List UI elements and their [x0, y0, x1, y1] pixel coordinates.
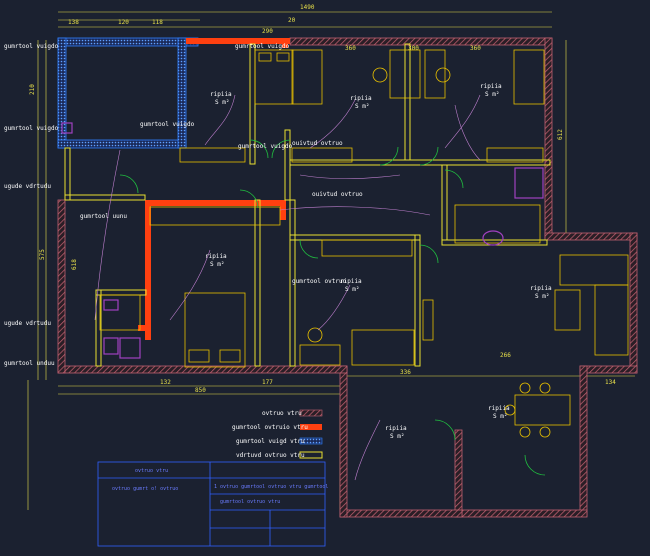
side-tag-1: gumrtool vuigdo: [4, 43, 59, 50]
room-label-6: ripiia: [530, 285, 552, 292]
room-label-1: ripiia: [210, 91, 232, 98]
doors: [119, 139, 546, 476]
legend-swatch-2: [300, 424, 322, 430]
top-dim-5: 300: [408, 45, 419, 52]
overall-dimension: 1490: [300, 4, 315, 11]
side-tag-5: gumrtool unduu: [4, 360, 55, 367]
room-area-8: S m²: [493, 413, 507, 420]
inner-tag-3: ouivtud ovtruo: [292, 140, 343, 147]
room-area-3: S m²: [485, 91, 499, 98]
room-area-6: S m²: [535, 293, 549, 300]
legend-label-2: gumrtool ovtruio vtru: [232, 424, 308, 431]
left-dim-2: 575: [39, 249, 46, 260]
room-area-4: S m²: [210, 261, 224, 268]
legend-swatch-1: [299, 409, 323, 417]
title-block-line3: gumrtool ovtruo vtru: [220, 499, 280, 505]
side-tag-3: ugude vdrtudu: [4, 183, 51, 190]
inner-tag-4: ouivtud ovtruo: [312, 191, 363, 198]
room-label-5: ripiia: [340, 278, 362, 285]
room-area-5: S m²: [345, 286, 359, 293]
bottom-dim-6: 266: [500, 352, 511, 359]
left-dim-3: 618: [71, 259, 78, 270]
left-dim-1: 210: [29, 84, 36, 95]
top-dim-6: 360: [470, 45, 481, 52]
title-block-heading: ovtruo vtru: [135, 468, 168, 474]
title-block-line1: ovtruo gumrt o! ovtruo: [112, 486, 178, 492]
top-dim-3: 118: [152, 19, 163, 26]
room-area-1: S m²: [215, 99, 229, 106]
room-label-4: ripiia: [205, 253, 227, 260]
bottom-dim-1: 132: [160, 379, 171, 386]
load-walls: [138, 38, 290, 340]
partition-walls: [64, 43, 551, 367]
top-tag-1: gumrtool vuigdo: [235, 43, 290, 50]
right-dim-1: 612: [557, 129, 564, 140]
top-dim-7: 290: [262, 28, 273, 35]
room-area-7: S m²: [390, 433, 404, 440]
bottom-dim-5: 134: [605, 379, 616, 386]
legend: ovtruo vtru gumrtool ovtruio vtru gumrto…: [232, 409, 323, 459]
top-dim-4: 360: [345, 45, 356, 52]
room-label-2: ripiia: [350, 95, 372, 102]
insulated-walls: [57, 37, 199, 149]
legend-label-1: ovtruo vtru: [262, 410, 302, 417]
inner-tag-2: gumrtool vuigdo: [238, 143, 293, 150]
room-label-8: ripiia: [488, 405, 510, 412]
electrical-circuits: [94, 94, 481, 481]
bottom-dim-3: 850: [195, 387, 206, 394]
room-area-2: S m²: [355, 103, 369, 110]
furniture: [99, 49, 629, 438]
legend-swatch-3: [299, 437, 323, 445]
legend-swatch-4: [299, 451, 323, 459]
title-block: [97, 461, 326, 547]
top-dim-1: 138: [68, 19, 79, 26]
inner-tag-5: gumrtool ovtruo: [292, 278, 347, 285]
bottom-dim-2: 177: [262, 379, 273, 386]
top-dim-2: 120: [118, 19, 129, 26]
bottom-dim-4: 336: [400, 369, 411, 376]
side-tag-4: ugude vdrtudu: [4, 320, 51, 327]
top-dim-8: 20: [288, 17, 296, 24]
legend-label-4: vdrtuvd ovtruo vtru: [236, 452, 305, 459]
room-label-3: ripiia: [480, 83, 502, 90]
legend-label-3: gumrtool vuigd vtru: [236, 438, 305, 445]
title-block-line2: 1 ovtruo gumrtool ovtruo vtru gumrtool: [214, 484, 328, 490]
side-tag-2: gumrtool vuigdo: [4, 125, 59, 132]
top-tag-2: gumrtool vuigdo: [140, 121, 195, 128]
fixtures: [61, 122, 544, 359]
room-label-7: ripiia: [385, 425, 407, 432]
inner-tag-1: gumrtool uunu: [80, 213, 127, 220]
